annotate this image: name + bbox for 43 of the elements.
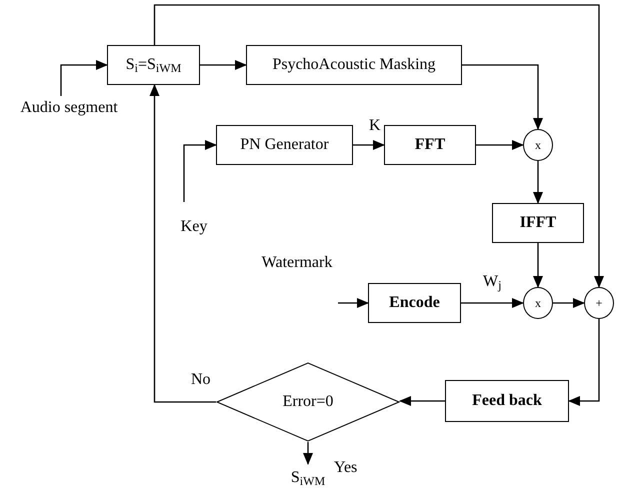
node-text: IFFT — [520, 215, 556, 231]
arrow — [150, 84, 216, 403]
process-box — [492, 203, 584, 243]
arrow — [183, 140, 217, 202]
operator-circle — [523, 129, 553, 161]
node-text: PN Generator — [240, 137, 329, 153]
node-text: Key — [180, 219, 208, 235]
node-text: Audio segment — [20, 100, 118, 116]
operator-circle — [523, 287, 553, 319]
node-text: PsychoAcoustic Masking — [272, 57, 436, 73]
node-text: Error=0 — [282, 394, 334, 410]
arrow — [568, 319, 600, 406]
arrow — [338, 298, 369, 308]
arrow — [303, 442, 313, 465]
operator-circle — [584, 287, 614, 319]
process-box — [216, 125, 353, 165]
process-box — [368, 283, 461, 323]
node-text: Watermark — [262, 255, 332, 271]
arrow — [533, 161, 543, 204]
arrow — [154, 4, 604, 288]
node-text: x — [535, 139, 541, 151]
arrow — [353, 140, 385, 150]
arrow — [553, 298, 585, 308]
arrow — [476, 140, 524, 150]
arrow — [533, 243, 543, 288]
node-text: Feed back — [472, 393, 542, 409]
arrow — [200, 60, 247, 70]
process-box — [384, 125, 476, 165]
process-box — [246, 45, 462, 85]
edge-label: W$_{j}$ — [482, 274, 502, 290]
arrow — [462, 64, 543, 130]
node-text: S$_{iWM}$ — [290, 470, 326, 486]
node-text: + — [596, 297, 602, 309]
node-text: Encode — [389, 295, 440, 311]
arrow — [60, 60, 108, 96]
node-text: FFT — [414, 137, 446, 153]
arrow — [461, 298, 524, 308]
node-text: x — [535, 297, 541, 309]
node-text: S$_{i}$=S$_{iWM}$ — [126, 57, 182, 73]
arrow — [399, 396, 445, 406]
process-box — [445, 380, 569, 422]
decision-diamond — [216, 362, 400, 442]
process-box — [107, 45, 200, 85]
